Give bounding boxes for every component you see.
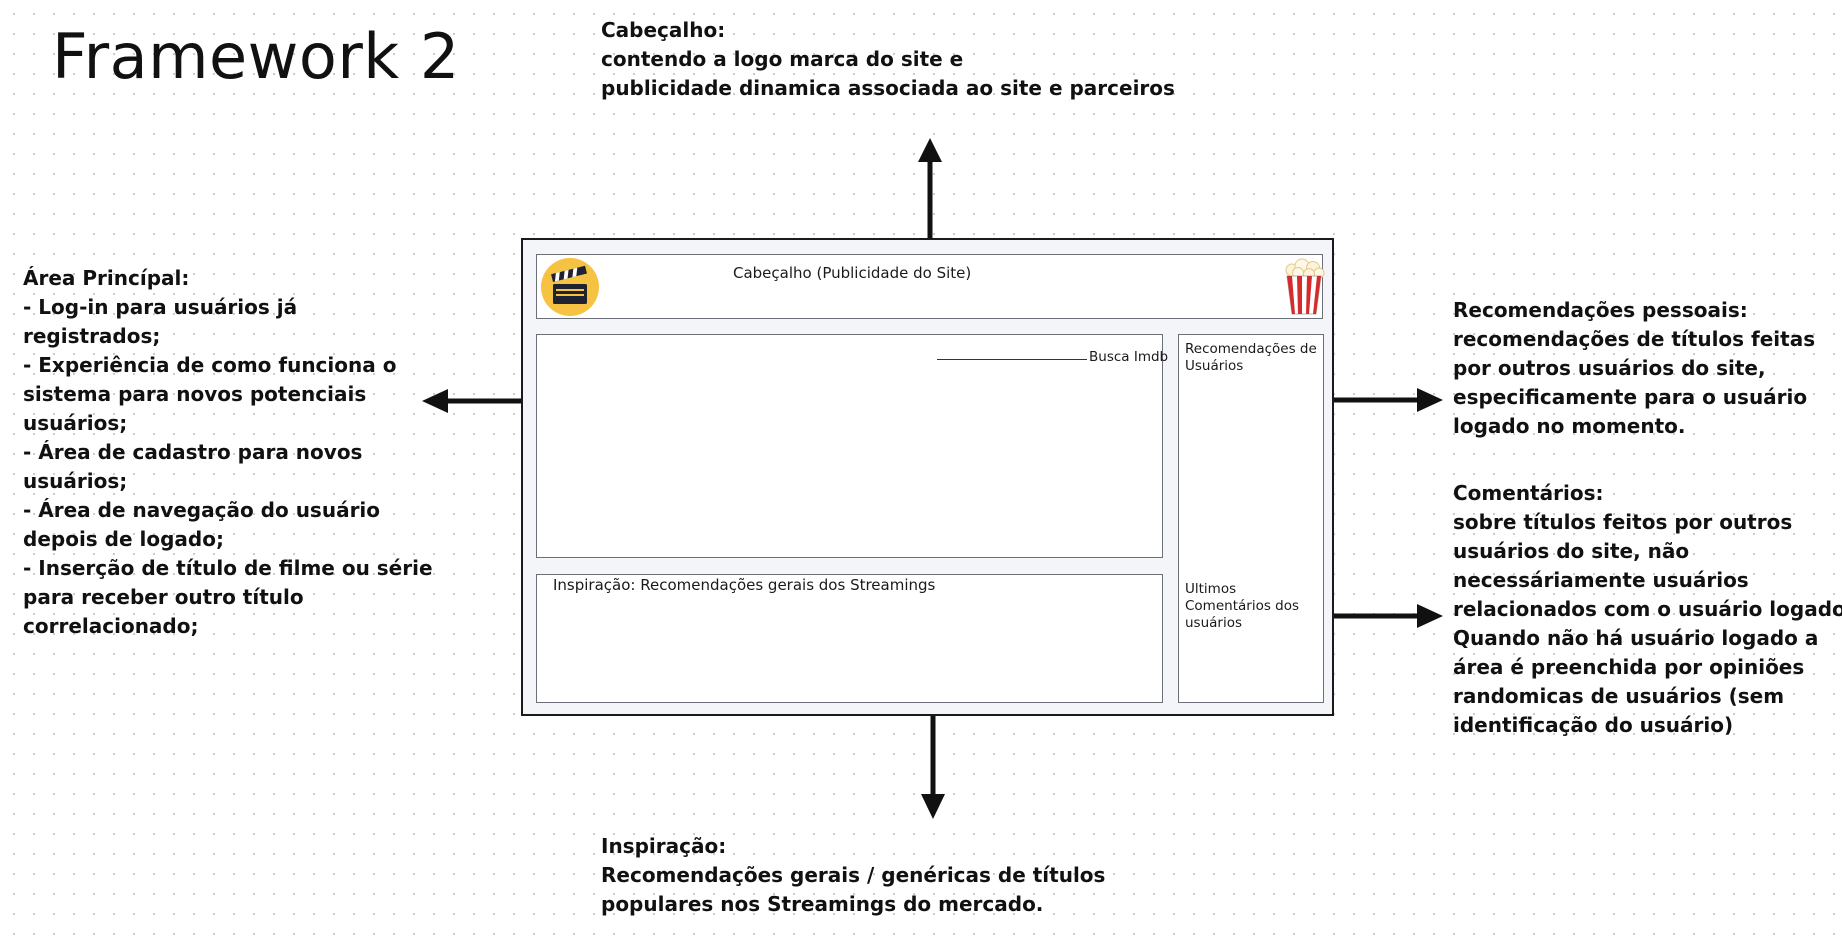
inspiration-label: Inspiração: Recomendações gerais dos Str… (553, 576, 936, 594)
annotation-inspiration: Inspiração: Recomendações gerais / genér… (601, 834, 1106, 916)
clapperboard-icon (541, 258, 599, 316)
annotation-comments: Comentários: sobre títulos feitos por ou… (1453, 481, 1842, 737)
arrow-right-comments-head (1417, 604, 1443, 628)
latest-comments-label: Ultimos Comentários dos usuários (1185, 581, 1300, 631)
annotation-main-area: Área Princípal: - Log-in para usuários j… (23, 266, 433, 638)
wireframe-page: Cabeçalho (Publicidade do Site) Busca Im… (521, 238, 1334, 716)
annotation-personal-recommendations: Recomendações pessoais: recomendações de… (1453, 298, 1816, 438)
wireframe-inspiration: Inspiração: Recomendações gerais dos Str… (536, 574, 1163, 703)
wireframe-header: Cabeçalho (Publicidade do Site) (536, 254, 1325, 319)
arrow-right-recommendations-head (1417, 388, 1443, 412)
annotation-header: Cabeçalho: contendo a logo marca do site… (601, 18, 1175, 100)
arrow-up-head (918, 138, 942, 162)
arrow-left-head (422, 389, 448, 413)
wireframe-main-area: Busca Imdb (536, 334, 1168, 558)
popcorn-icon (1285, 258, 1325, 315)
search-label: Busca Imdb (1089, 349, 1169, 365)
search-input-line[interactable] (937, 359, 1087, 360)
header-ad-label: Cabeçalho (Publicidade do Site) (733, 264, 972, 282)
user-recommendations-label: Recomendações de Usuários (1185, 341, 1317, 374)
page-title: Framework 2 (52, 20, 460, 93)
arrow-down-head (921, 794, 945, 819)
wireframe-sidebar: Recomendações de Usuários Ultimos Coment… (1178, 334, 1324, 703)
